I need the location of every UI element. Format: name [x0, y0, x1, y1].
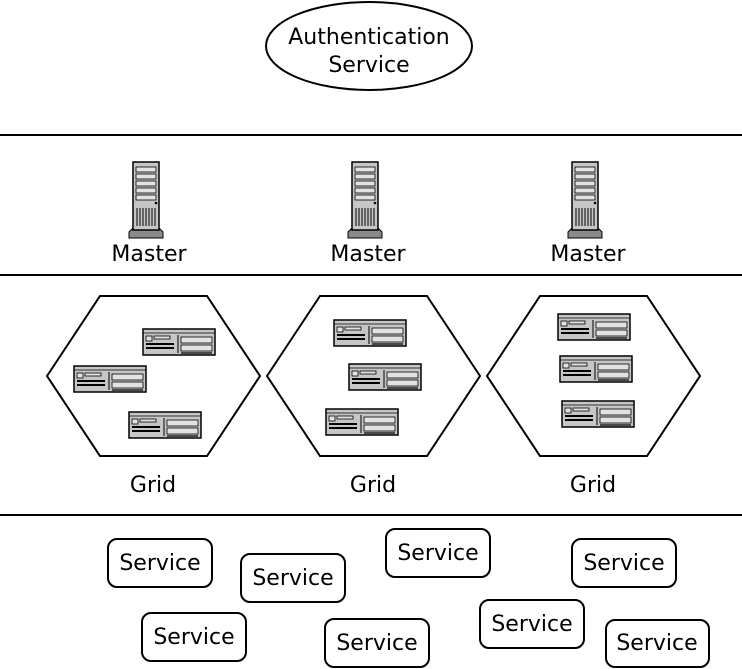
master-node: Master	[550, 161, 627, 267]
grid-server-icon	[561, 400, 635, 428]
service-box: Service	[324, 618, 430, 668]
grid-server-icon	[557, 313, 631, 341]
service-label: Service	[153, 625, 234, 650]
service-label: Service	[252, 566, 333, 591]
service-box: Service	[240, 553, 346, 603]
authentication-service-label-line1: Authentication	[288, 25, 450, 50]
grid-cluster: Grid	[265, 295, 482, 498]
grid-server-icon	[142, 328, 216, 356]
service-box: Service	[571, 538, 677, 588]
service-label: Service	[491, 612, 572, 637]
service-box: Service	[479, 599, 585, 649]
server-tower-icon	[347, 161, 383, 239]
grid-server-icon	[559, 355, 633, 383]
service-box-frame	[479, 599, 585, 649]
service-box: Service	[107, 538, 213, 588]
grid-server-icon	[128, 411, 202, 439]
service-label: Service	[583, 551, 664, 576]
service-box-frame	[385, 528, 491, 578]
server-tower-icon	[567, 161, 603, 239]
grid-server-icon	[348, 363, 422, 391]
service-box: Service	[605, 619, 710, 668]
service-box-frame	[107, 538, 213, 588]
grid-label: Grid	[130, 473, 176, 498]
service-box-frame	[324, 618, 430, 668]
grid-cluster: Grid	[485, 295, 702, 498]
service-box-frame	[240, 553, 346, 603]
service-box-frame	[571, 538, 677, 588]
service-label: Service	[616, 631, 697, 656]
service-label: Service	[336, 631, 417, 656]
grid-server-icon	[333, 319, 407, 347]
service-label: Service	[119, 551, 200, 576]
grid-cluster: Grid	[45, 295, 262, 498]
master-label: Master	[330, 242, 406, 267]
service-box-frame	[141, 612, 247, 662]
authentication-service: Authentication Service	[265, 1, 473, 91]
master-label: Master	[550, 242, 626, 267]
service-box: Service	[385, 528, 491, 578]
grid-label: Grid	[570, 473, 616, 498]
service-box: Service	[141, 612, 247, 662]
authentication-service-label-line2: Service	[328, 53, 409, 78]
master-node: Master	[111, 161, 188, 267]
authentication-service-ellipse	[265, 1, 473, 91]
grid-label: Grid	[350, 473, 396, 498]
master-label: Master	[111, 242, 187, 267]
service-label: Service	[397, 541, 478, 566]
service-box-frame	[605, 619, 710, 668]
master-node: Master	[330, 161, 407, 267]
grid-server-icon	[325, 408, 399, 436]
grid-server-icon	[73, 365, 147, 393]
server-tower-icon	[128, 161, 164, 239]
